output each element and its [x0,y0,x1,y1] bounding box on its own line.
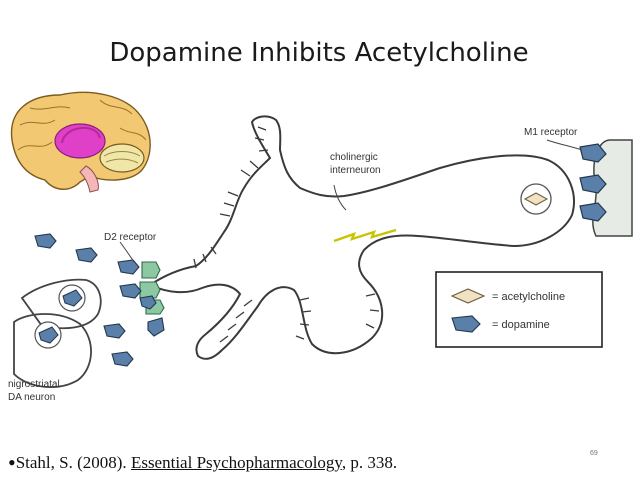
citation-book-title: Essential Psychopharmacology [130,453,342,472]
acetylcholine-icon [450,288,486,304]
pointer-lines [119,139,583,263]
nigrostriatal-terminals [13,278,102,388]
legend: = acetylcholine = dopamine [435,271,603,348]
nigrostriatal-label-2: DA neuron [8,392,55,403]
signal-bolt [333,228,397,243]
cholinergic-interneuron [147,115,575,360]
d2-receptor-label: D2 receptor [104,232,157,243]
citation-author: Stahl, S. (2008). [15,453,131,472]
nigrostriatal-label-1: nigrostriatal [8,379,60,390]
citation-pages: , p. 338. [341,453,398,472]
cholinergic-label-1: cholinergic [330,152,378,163]
acetylcholine-icon [523,192,549,206]
dopamine-icon [451,315,481,333]
m1-receptor-label: M1 receptor [524,127,578,138]
brain-icon [10,91,151,193]
dopamine-molecules [34,233,165,367]
slide-title: Dopamine Inhibits Acetylcholine [109,38,529,68]
citation: •Stahl, S. (2008). Essential Psychopharm… [8,450,397,476]
dendritic-spines [193,126,380,343]
cholinergic-label-2: interneuron [330,165,381,176]
m1-receptors [579,143,607,222]
citation-bullet: • [8,450,16,475]
legend-dopamine-label: = dopamine [492,319,550,331]
legend-acetylcholine-label: = acetylcholine [492,291,565,303]
slide-number: 69 [590,450,598,457]
